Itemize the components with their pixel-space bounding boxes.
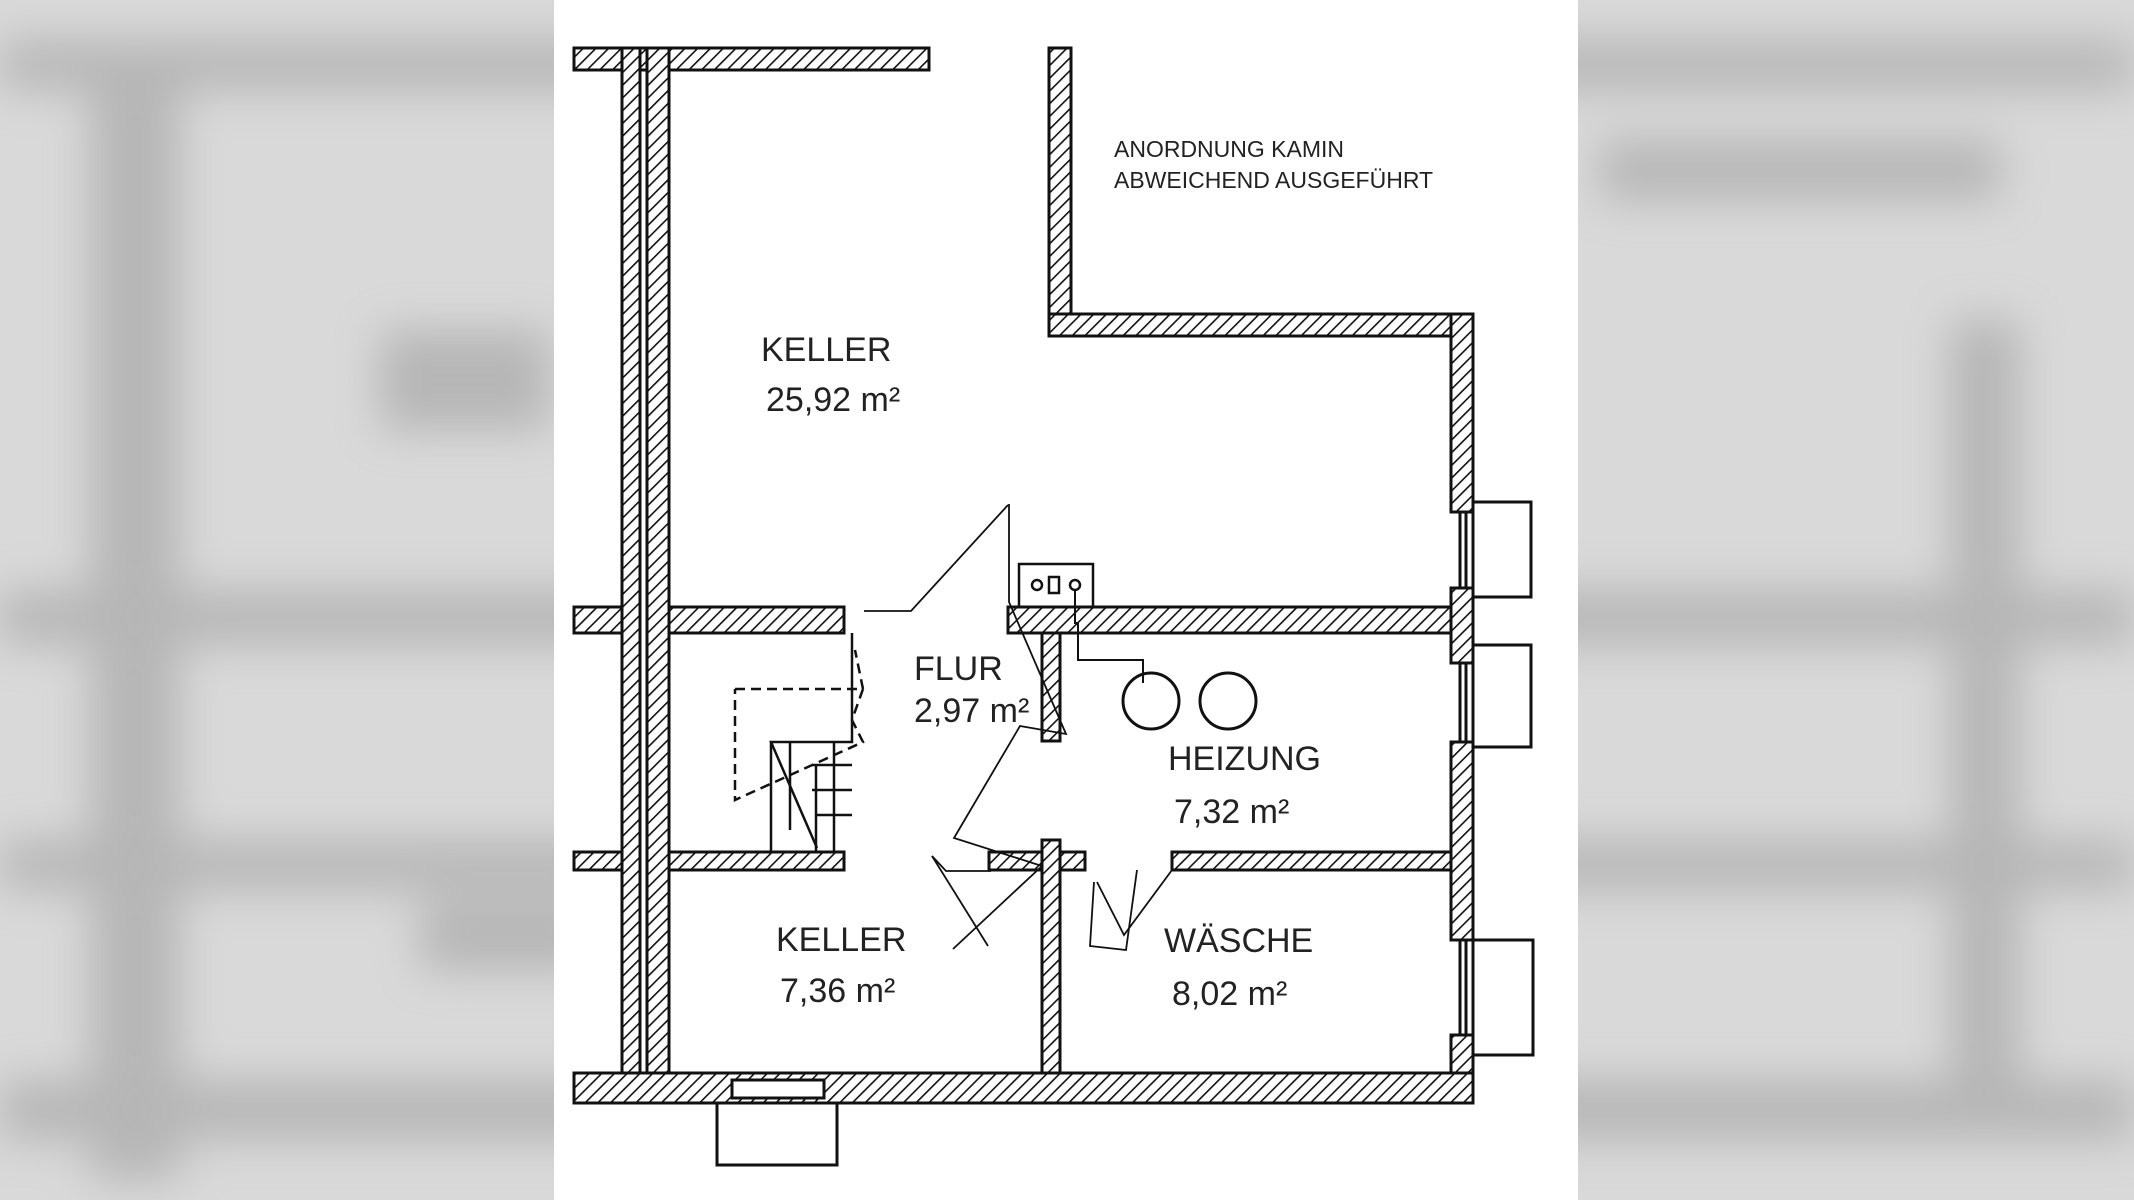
walls [572, 46, 1475, 1105]
wall-flur-vertical [1040, 631, 1062, 743]
wall-bottom [572, 1071, 1475, 1105]
chimney-symbol [1017, 562, 1144, 683]
light-well-2 [1471, 643, 1533, 749]
wall-low-left-stub [572, 850, 624, 872]
floor-plan-drawing [572, 46, 1535, 1167]
room-name-heizung: HEIZUNG [1168, 740, 1321, 778]
room-area-flur: 2,97 m² [914, 692, 1030, 730]
staircase [733, 633, 865, 852]
wall-low-center [987, 850, 1087, 872]
wall-step-horizontal [1047, 312, 1475, 338]
light-well-1 [1471, 500, 1533, 599]
floor-plan-sheet: KELLER 25,92 m² FLUR 2,97 m² HEIZUNG 7,3… [554, 0, 1578, 1200]
room-area-heizung: 7,32 m² [1174, 793, 1290, 831]
chimney-note-line1: ANORDNUNG KAMIN [1114, 136, 1345, 162]
chimney-note-line2: ABWEICHEND AUSGEFÜHRT [1114, 167, 1434, 194]
wall-low-left [667, 850, 846, 872]
wall-mid-left [667, 605, 846, 635]
light-wells [1458, 500, 1535, 1057]
wall-right-1 [1449, 312, 1475, 514]
wall-lower-vertical [1040, 838, 1062, 1075]
room-name-flur: FLUR [914, 650, 1003, 688]
room-area-keller-klein: 7,36 m² [780, 972, 896, 1010]
chimney-note: ANORDNUNG KAMIN ABWEICHEND AUSGEFÜHRT [1114, 134, 1433, 196]
wall-left-inner [645, 46, 671, 1105]
room-name-keller-klein: KELLER [776, 921, 907, 959]
bottom-light-well [715, 1078, 839, 1167]
wall-low-right [1170, 850, 1453, 872]
room-area-keller-gross: 25,92 m² [766, 381, 901, 419]
wall-mid-right [1006, 605, 1453, 635]
room-name-keller-gross: KELLER [761, 331, 892, 369]
door-swings [864, 504, 1173, 951]
room-area-waesche: 8,02 m² [1172, 975, 1288, 1013]
wall-step-vertical [1047, 46, 1073, 338]
heating-boilers [1121, 671, 1258, 731]
light-well-3 [1471, 938, 1535, 1057]
wall-right-3 [1449, 740, 1475, 942]
wall-right-2 [1449, 586, 1475, 665]
wall-left-outer [620, 46, 642, 1105]
room-name-waesche: WÄSCHE [1164, 922, 1314, 960]
wall-mid-left-stub [572, 605, 624, 635]
